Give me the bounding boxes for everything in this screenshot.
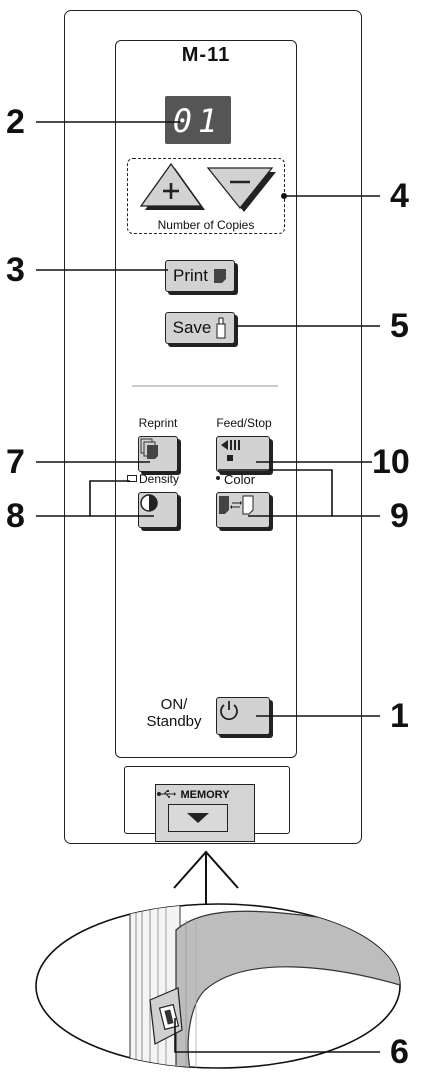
copies-display: 01 (165, 96, 231, 144)
copies-plus-button[interactable] (139, 162, 205, 210)
callout-2: 2 (6, 103, 25, 141)
plus-icon (163, 183, 179, 199)
reprint-button[interactable] (138, 436, 178, 472)
callout-7: 7 (6, 443, 25, 481)
copies-caption: Number of Copies (157, 218, 255, 232)
save-button[interactable]: Save (165, 312, 235, 344)
contrast-icon (140, 494, 158, 512)
print-button[interactable]: Print (165, 260, 235, 292)
chevron-down-icon (187, 813, 209, 823)
callout-1: 1 (390, 697, 409, 735)
callout-8: 8 (6, 497, 25, 535)
color-indicator-icon (216, 476, 220, 480)
copies-display-value: 01 (172, 102, 224, 140)
on-standby-label: ON/ Standby (134, 696, 214, 730)
color-button[interactable] (216, 492, 270, 528)
feed-stop-label: Feed/Stop (216, 416, 272, 430)
density-indicator-icon (127, 475, 137, 482)
color-mode-icon (219, 495, 254, 515)
on-standby-label-line2: Standby (146, 713, 202, 730)
callout-5: 5 (390, 307, 409, 345)
copies-minus-button[interactable] (206, 167, 276, 212)
on-standby-label-line1: ON/ (160, 696, 188, 713)
callout-9: 9 (390, 497, 409, 535)
reprint-icon (140, 438, 158, 459)
usb-symbol-icon (157, 790, 176, 798)
callout-3: 3 (6, 251, 25, 289)
memory-label: MEMORY (156, 789, 254, 801)
callout-10: 10 (372, 443, 410, 481)
color-label: Color (224, 472, 256, 487)
feed-stop-button[interactable] (216, 436, 270, 472)
device-housing (64, 10, 362, 844)
feed-stop-icon (221, 440, 240, 461)
memory-eject-button[interactable] (168, 804, 228, 832)
reprint-label: Reprint (138, 416, 178, 430)
power-icon (220, 701, 238, 721)
callout-4: 4 (390, 177, 409, 215)
memory-label-text: MEMORY (180, 789, 230, 801)
print-button-label: Print (173, 266, 208, 285)
paper-icon (213, 269, 226, 283)
callout-6: 6 (390, 1033, 409, 1071)
density-label: Density (139, 472, 180, 486)
density-button[interactable] (138, 492, 178, 528)
usb-drive-icon (216, 317, 226, 339)
model-name: M-11 (181, 44, 231, 66)
control-panel (115, 40, 297, 758)
save-button-label: Save (172, 318, 212, 337)
